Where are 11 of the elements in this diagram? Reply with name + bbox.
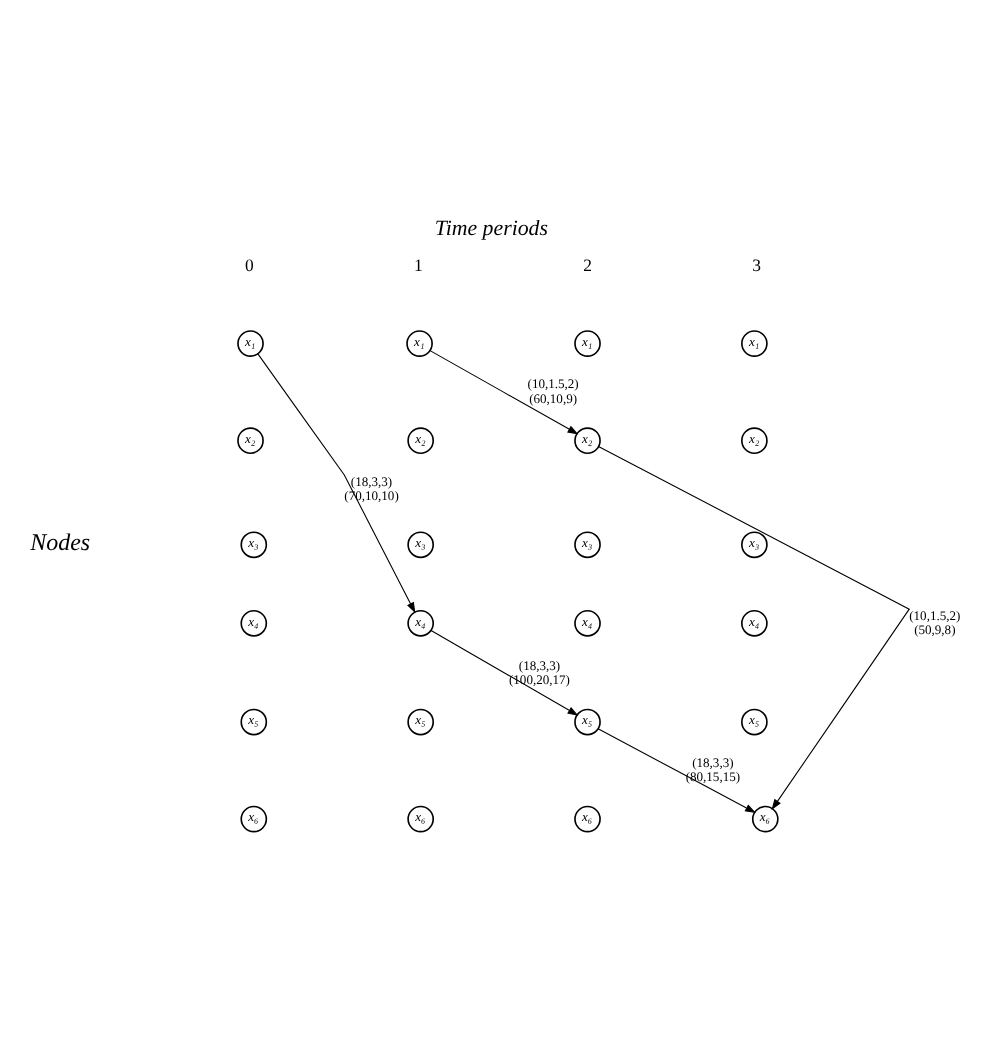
label: 1 bbox=[414, 253, 423, 274]
label: 2 bbox=[583, 253, 592, 274]
arrow bbox=[430, 628, 579, 715]
arrow bbox=[598, 445, 910, 810]
arrow bbox=[597, 727, 756, 813]
label: 3 bbox=[752, 253, 761, 274]
arrow bbox=[429, 349, 579, 434]
label: 0 bbox=[245, 253, 254, 274]
arrow bbox=[257, 352, 416, 613]
label: Nodes bbox=[30, 526, 91, 555]
diagram-title: Time periods bbox=[434, 216, 548, 241]
